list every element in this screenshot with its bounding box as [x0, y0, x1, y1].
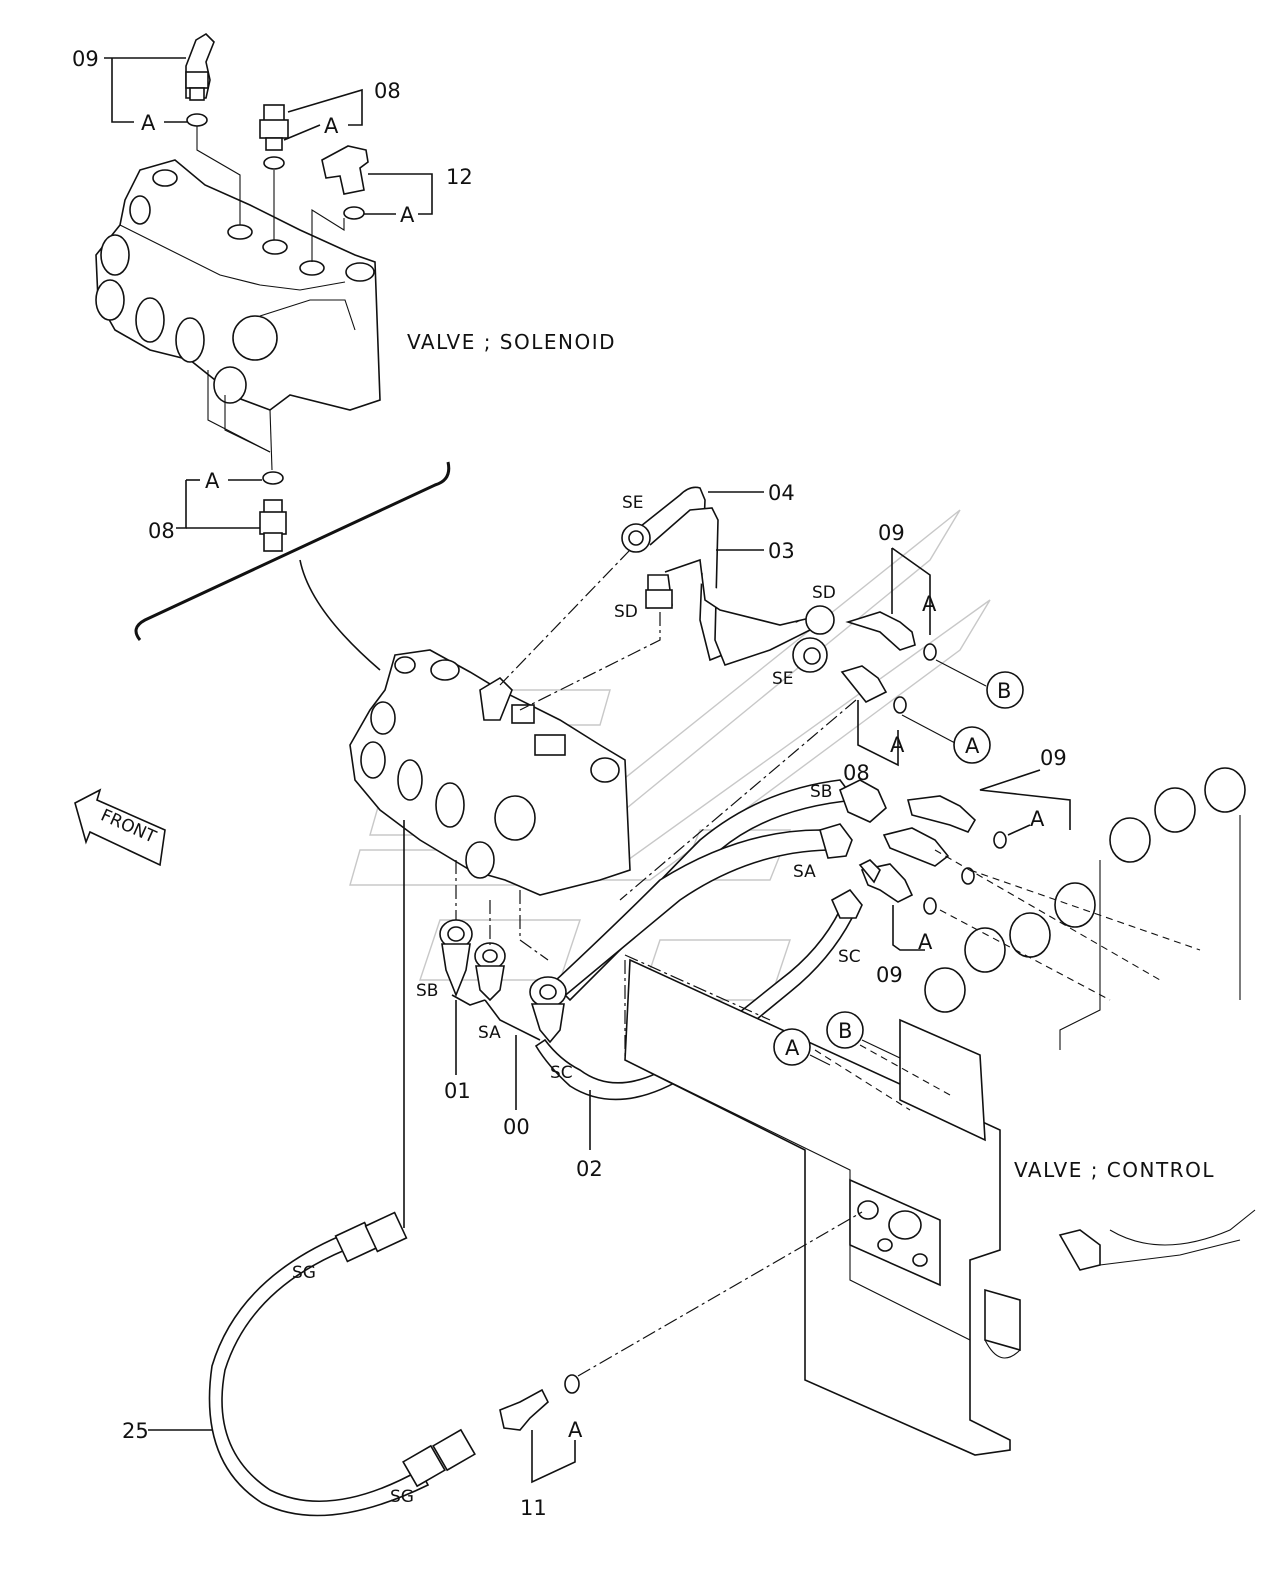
control-valve: [624, 767, 1256, 1456]
port-label-sb-right: SB: [810, 782, 832, 802]
part-number-08-mid: 08: [843, 761, 870, 785]
part-number-02: 02: [576, 1157, 603, 1181]
straight-fitting-11: [499, 1374, 580, 1431]
flow-line-valve-1: [624, 954, 771, 1021]
part-number-11: 11: [520, 1496, 547, 1520]
callout-label-b-right: B: [997, 679, 1011, 703]
seal-label-a3: A: [400, 203, 415, 227]
straight-fitting-08-left: [259, 471, 287, 552]
straight-fitting-08-top: [259, 104, 289, 170]
seal-label-a8: A: [918, 930, 933, 954]
detail-pointer: [299, 559, 381, 671]
bolt-path-4: [814, 1049, 911, 1111]
flow-line-sd: [519, 612, 661, 711]
part-number-12: 12: [446, 165, 473, 189]
detail-bracket: [134, 461, 451, 641]
port-label-sg-top: SG: [292, 1263, 316, 1283]
leader-a-bottom: [809, 1054, 831, 1066]
control-valve-title: VALVE ; CONTROL: [1014, 1158, 1215, 1182]
callout-circle-a-bottom: [773, 1028, 811, 1066]
port-label-sg-bottom: SG: [390, 1487, 414, 1507]
bracket-08-mid: [857, 700, 899, 767]
bracket-09-d: [892, 905, 925, 951]
flow-line-sc: [519, 890, 549, 961]
connector-1: [196, 126, 241, 225]
part-number-08-top: 08: [374, 79, 401, 103]
callout-label-a-bottom: A: [785, 1036, 800, 1060]
part-number-00: 00: [503, 1115, 530, 1139]
callout-label-b-bottom: B: [838, 1019, 852, 1043]
port-label-sd-right: SD: [812, 583, 836, 603]
callout-circle-a-right: [953, 726, 991, 764]
callout-circle-b-bottom: [826, 1011, 864, 1049]
part-number-25: 25: [122, 1419, 149, 1443]
elbow-fitting-09-top: [185, 32, 215, 127]
port-label-sc-left: SC: [550, 1063, 573, 1083]
hose-25: [208, 1211, 476, 1517]
pipe-03-04: [621, 486, 835, 673]
seal-label-a5: A: [922, 592, 937, 616]
part-number-01: 01: [444, 1079, 471, 1103]
port-label-sa-right: SA: [793, 862, 816, 882]
straight-fitting-08-mid: [840, 665, 907, 714]
port-label-se-right: SE: [772, 669, 794, 689]
port-label-sa-left: SA: [478, 1023, 501, 1043]
solenoid-valve-detail: [95, 159, 381, 471]
bolt-path-5: [859, 1044, 951, 1096]
bolt-path-3: [939, 909, 1111, 1001]
seal-label-a2: A: [324, 114, 339, 138]
valve-port-fittings: [439, 919, 567, 1044]
connector-3: [311, 209, 345, 262]
solenoid-valve-main: [349, 649, 631, 896]
part-number-09-right-a: 09: [878, 521, 905, 545]
leader-08-top: [287, 88, 363, 126]
bracket-09: [111, 58, 134, 123]
callout-circle-b-right: [986, 671, 1024, 709]
leader-b-bottom: [861, 1039, 901, 1059]
part-number-09-right-b: 09: [1040, 746, 1067, 770]
bracket-09-b: [979, 769, 1071, 830]
seal-label-a9: A: [568, 1418, 583, 1442]
part-number-03: 03: [768, 539, 795, 563]
port-label-sc-right: SC: [838, 947, 861, 967]
elbow-fitting-09-b: [906, 795, 1007, 849]
port-label-se-top: SE: [622, 493, 644, 513]
part-number-09-top: 09: [72, 47, 99, 71]
flow-line-11: [577, 1211, 863, 1377]
bolt-path-2: [969, 869, 1201, 951]
bracket-11: [531, 1430, 576, 1484]
part-number-04: 04: [768, 481, 795, 505]
port-label-sb-left: SB: [416, 981, 438, 1001]
solenoid-valve-title: VALVE ; SOLENOID: [407, 330, 616, 354]
leader-a-09b: [1007, 824, 1031, 836]
leader-a-right: [901, 714, 956, 744]
elbow-fitting-09-c: [882, 827, 975, 885]
part-number-09-right-c: 09: [876, 963, 903, 987]
leader-a2: [283, 124, 321, 141]
bracket-08-left: [176, 480, 187, 529]
seal-label-a6: A: [890, 733, 905, 757]
bolt-path-1: [934, 849, 1161, 981]
port-label-sd-left: SD: [614, 602, 638, 622]
seal-label-a4: A: [205, 469, 220, 493]
leader-12: [368, 173, 433, 215]
leader-b-right: [935, 659, 987, 687]
elbow-fitting-09-a: [845, 611, 937, 661]
flow-line-08: [619, 699, 857, 901]
seal-label-a7: A: [1030, 807, 1045, 831]
front-arrow-icon: [74, 788, 166, 867]
part-number-08-left: 08: [148, 519, 175, 543]
callout-label-a-right: A: [965, 734, 980, 758]
flow-line-se: [499, 549, 631, 686]
bracket-09-a: [891, 547, 931, 635]
elbow-fitting-12: [321, 145, 369, 220]
seal-label-a1: A: [141, 111, 156, 135]
